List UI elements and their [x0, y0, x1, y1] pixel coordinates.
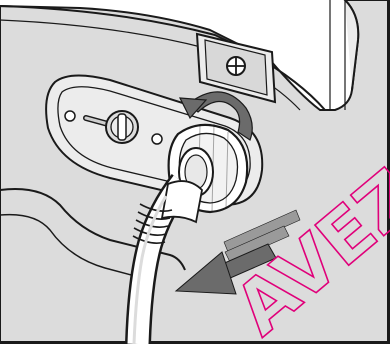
screw-icon	[227, 57, 245, 75]
plate-hole-right	[152, 134, 162, 144]
plate-hole-left	[65, 111, 75, 121]
